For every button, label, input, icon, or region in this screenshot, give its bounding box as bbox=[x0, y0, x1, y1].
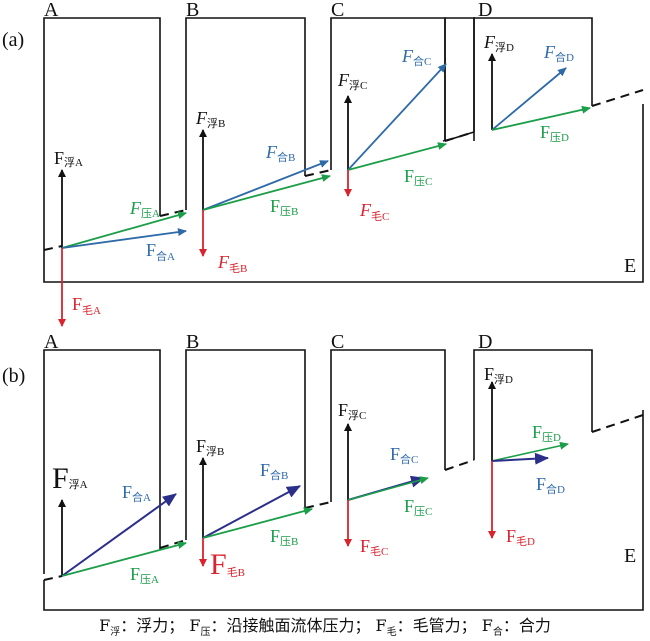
label-maoB-a: F毛B bbox=[217, 252, 247, 275]
panel-a: (a) A B C D E bbox=[2, 0, 644, 327]
block-b-b bbox=[185, 349, 306, 540]
arrow-heC-a bbox=[347, 63, 447, 171]
legend-item-capillary: F毛：毛管力； bbox=[375, 616, 477, 639]
legend-item-buoyancy: F浮：浮力； bbox=[99, 616, 185, 639]
label-block-e-b: E bbox=[624, 545, 636, 567]
label-heA-b: F合A bbox=[122, 482, 151, 504]
panel-a-label: (a) bbox=[2, 29, 24, 51]
label-block-d-b: D bbox=[478, 331, 492, 353]
label-fuA-a: F浮A bbox=[54, 148, 83, 169]
label-maoA-a: F毛A bbox=[72, 294, 101, 317]
label-fuD-b: F浮D bbox=[484, 364, 513, 386]
arrow-yaD-b bbox=[491, 441, 569, 462]
block-c-a bbox=[330, 17, 446, 170]
label-block-d: D bbox=[478, 0, 492, 21]
contact-surface-a bbox=[43, 89, 644, 251]
label-heC-a: F合C bbox=[401, 46, 431, 68]
label-fuB-a: F浮B bbox=[195, 108, 225, 130]
label-yaB-a: F压B bbox=[270, 196, 298, 218]
arrow-yaA-b bbox=[61, 541, 187, 577]
arrow-yaC-b bbox=[347, 476, 429, 501]
arrow-heA-a bbox=[61, 228, 187, 249]
label-maoB-b: F毛B bbox=[210, 548, 245, 581]
label-heB-b: F合B bbox=[260, 460, 288, 482]
label-fuC-b: F浮C bbox=[338, 400, 366, 422]
arrow-yaB-b bbox=[202, 507, 313, 539]
label-maoD-b: F毛D bbox=[506, 526, 535, 548]
arrow-heB-b bbox=[202, 485, 301, 539]
arrow-yaD-a bbox=[491, 105, 591, 131]
label-block-b: B bbox=[186, 0, 199, 21]
arrow-yaB-a bbox=[202, 174, 331, 211]
label-block-a: A bbox=[44, 0, 59, 21]
arrow-heD-a bbox=[491, 67, 567, 131]
label-heB-a: F合B bbox=[265, 142, 295, 164]
block-d-a bbox=[473, 17, 593, 132]
block-a-a bbox=[43, 17, 161, 238]
label-yaA-b: F压A bbox=[130, 564, 159, 586]
label-maoC-a: F毛C bbox=[359, 200, 389, 223]
label-heC-b: F合C bbox=[390, 444, 418, 466]
block-e-outline-a bbox=[43, 17, 644, 283]
label-block-b-b: B bbox=[186, 331, 199, 353]
legend: F浮：浮力； F压：沿接触面流体压力； F毛：毛管力； F合：合力 bbox=[0, 612, 650, 638]
label-yaD-a: F压D bbox=[540, 122, 569, 144]
block-e-outline-b bbox=[43, 410, 644, 611]
label-yaB-b: F压B bbox=[270, 526, 298, 548]
label-block-c: C bbox=[331, 0, 344, 21]
legend-item-resultant: F合：合力 bbox=[481, 616, 551, 639]
block-b-a bbox=[185, 17, 306, 210]
legend-item-pressure: F压：沿接触面流体压力； bbox=[189, 616, 371, 639]
label-block-e-a: E bbox=[624, 255, 636, 277]
arrow-heA-b bbox=[61, 493, 177, 577]
block-c-b bbox=[330, 349, 446, 502]
label-fuD-a: F浮D bbox=[483, 32, 514, 54]
arrow-yaA-a bbox=[61, 211, 187, 249]
panel-b-label: (b) bbox=[2, 365, 25, 387]
label-yaC-a: F压C bbox=[404, 166, 432, 188]
arrow-yaC-a bbox=[347, 142, 447, 171]
label-fuC-a: F浮C bbox=[337, 70, 367, 92]
label-block-c-b: C bbox=[331, 331, 344, 353]
label-maoC-b: F毛C bbox=[360, 536, 388, 558]
arrow-heD-b bbox=[491, 452, 549, 465]
label-yaA-a: F压A bbox=[129, 198, 160, 220]
panel-b: (b) A B C D E bbox=[2, 331, 644, 611]
label-fuB-b: F浮B bbox=[196, 436, 224, 458]
label-heD-a: F合D bbox=[543, 42, 574, 64]
label-heD-b: F合D bbox=[536, 474, 565, 496]
arrow-heB-a bbox=[202, 160, 329, 211]
label-block-a-b: A bbox=[44, 331, 59, 353]
block-a-b bbox=[43, 349, 161, 574]
label-fuA-b: F浮A bbox=[52, 462, 88, 495]
label-heA-a: F合A bbox=[146, 240, 175, 263]
label-yaD-b: F压D bbox=[532, 422, 561, 444]
block-d-b bbox=[473, 349, 593, 460]
label-yaC-b: F压C bbox=[404, 496, 432, 518]
